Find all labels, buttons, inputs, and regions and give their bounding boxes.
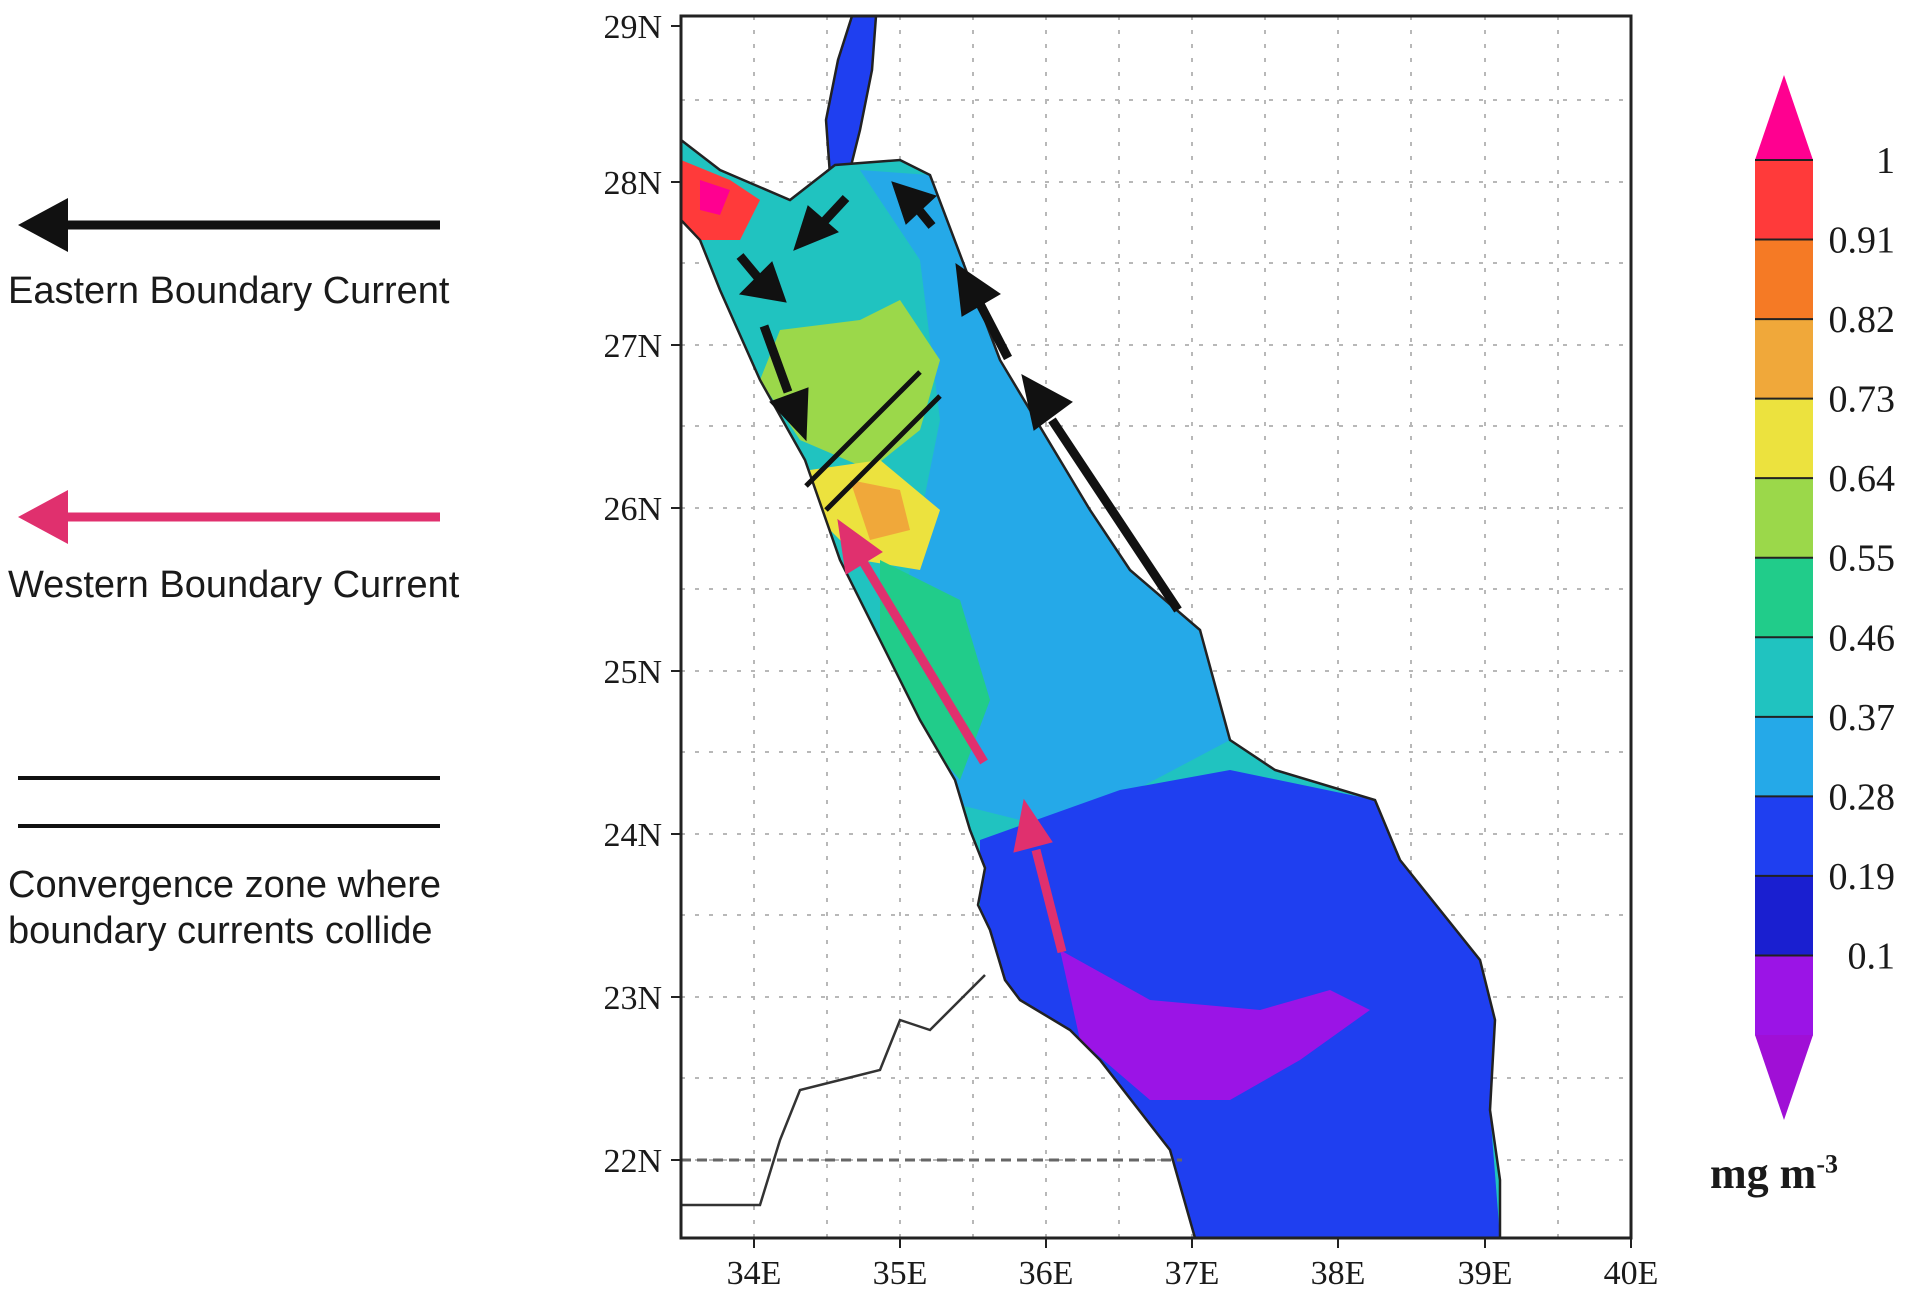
colorbar-band [1755, 478, 1813, 559]
convergence-zone-lines [804, 370, 942, 512]
lon-label-36e: 36E [1019, 1255, 1074, 1292]
colorbar-labels: 1 0.91 0.82 0.73 0.64 0.55 0.46 0.37 0.28 0.19 0.1 [1829, 140, 1896, 977]
lon-label-38e: 38E [1311, 1255, 1366, 1292]
gulf-of-suez-water [826, 16, 876, 175]
colorbar-band [1755, 637, 1813, 718]
western-current-legend-arrow [18, 490, 440, 544]
colorbar-band [1755, 319, 1813, 400]
lat-label-28n: 28N [603, 165, 662, 202]
colorbar-band [1755, 796, 1813, 877]
country-border [681, 974, 986, 1207]
lat-label-23n: 23N [603, 980, 662, 1017]
colorbar-band [1755, 955, 1813, 1036]
lat-label-27n: 27N [603, 328, 662, 365]
lat-label-29n: 29N [603, 9, 662, 46]
colorbar-label: 0.55 [1829, 538, 1896, 580]
eastern-current-label: Eastern Boundary Current [8, 270, 450, 312]
red-sea-coastline [680, 139, 1502, 1239]
colorbar-label: 0.82 [1829, 299, 1896, 341]
eastern-current-arrow-gulf [736, 253, 787, 303]
lon-label-39e: 39E [1458, 1255, 1513, 1292]
eastern-current-arrow-main [1021, 374, 1182, 613]
colorbar-label: 0.37 [1829, 697, 1896, 739]
colorbar-label: 0.73 [1829, 379, 1896, 421]
eastern-current-legend-arrow [18, 198, 440, 252]
longitude-labels: 34E 35E 36E 37E 38E 39E 40E [727, 1255, 1659, 1292]
lat-label-24n: 24N [603, 817, 662, 854]
colorbar-label: 0.19 [1829, 856, 1896, 898]
colorbar-label: 0.28 [1829, 776, 1896, 818]
colorbar-label: 0.46 [1829, 617, 1896, 659]
western-current-arrows [837, 518, 1067, 954]
colorbar-band [1755, 398, 1813, 479]
colorbar-label: 0.1 [1848, 935, 1896, 977]
western-current-arrow-main [837, 518, 988, 765]
lon-label-34e: 34E [727, 1255, 782, 1292]
lon-label-40e: 40E [1604, 1255, 1659, 1292]
latitude-labels: 29N 28N 27N 26N 25N 24N 23N 22N [603, 9, 662, 1180]
chlorophyll-field [681, 140, 1500, 1238]
lat-label-22n: 22N [603, 1143, 662, 1180]
eastern-current-arrow-north [891, 181, 937, 229]
western-current-label: Western Boundary Current [8, 564, 460, 606]
chl-zone-1-nw [700, 180, 730, 215]
colorbar-band [1755, 160, 1813, 241]
lat-label-26n: 26N [603, 491, 662, 528]
lon-label-35e: 35E [873, 1255, 928, 1292]
chl-zone-028 [980, 770, 1500, 1238]
eastern-current-arrow-northwest [793, 194, 850, 251]
colorbar-band [1755, 239, 1813, 320]
colorbar-label: 1 [1876, 140, 1895, 182]
legend-panel: Eastern Boundary Current Western Boundar… [0, 0, 520, 1296]
colorbar-label: 0.64 [1829, 458, 1896, 500]
colorbar-label: 0.91 [1829, 220, 1896, 262]
colorbar-segments [1755, 75, 1813, 1120]
colorbar-max-triangle [1755, 75, 1813, 160]
map-ticks [671, 25, 1632, 1248]
eastern-current-arrow-southward [759, 324, 809, 442]
colorbar-unit-exponent: -3 [1816, 1149, 1838, 1179]
legend-arrows [18, 198, 440, 828]
chl-zone-073 [850, 480, 910, 540]
map-frame [679, 14, 1633, 1240]
lon-label-37e: 37E [1165, 1255, 1220, 1292]
eastern-current-arrow-upper [955, 262, 1012, 361]
convergence-label-line2: boundary currents collide [8, 910, 433, 952]
western-current-arrow-lower [1013, 798, 1067, 954]
colorbar-band [1755, 557, 1813, 638]
colorbar-band [1755, 716, 1813, 797]
colorbar-unit: mg m-3 [1710, 1148, 1838, 1199]
colorbar-min-triangle [1755, 1035, 1813, 1120]
convergence-label-line1: Convergence zone where [8, 864, 442, 906]
colorbar-band [1755, 875, 1813, 957]
colorbar-dividers [1755, 159, 1813, 957]
gulf-of-suez-coast [824, 15, 878, 176]
convergence-zone-label: Convergence zone where boundary currents… [8, 862, 441, 954]
lat-label-25n: 25N [603, 654, 662, 691]
chl-zone-019 [1060, 950, 1370, 1100]
colorbar: 1 0.91 0.82 0.73 0.64 0.55 0.46 0.37 0.28 0.19 0.1 [1755, 75, 1895, 1120]
colorbar-unit-base: mg m [1710, 1149, 1817, 1198]
convergence-legend-lines [18, 776, 440, 828]
eastern-current-arrows [736, 181, 1182, 613]
